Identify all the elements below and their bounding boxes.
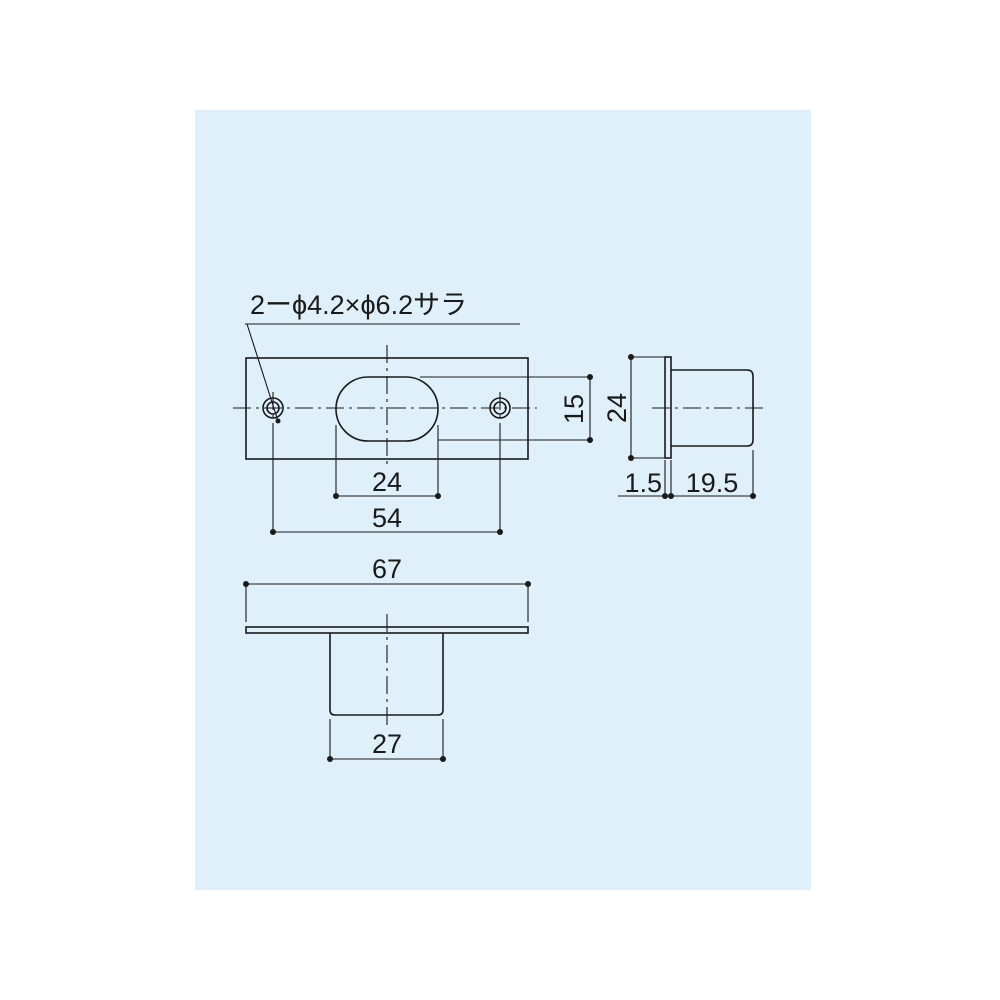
bottom-view: 67 27 — [243, 554, 531, 762]
dim-slot-width: 24 — [372, 467, 402, 497]
front-view: 2ーϕ4.2×ϕ6.2サラ 15 24 54 — [233, 290, 593, 535]
side-view: 24 1.5 19.5 — [602, 354, 767, 499]
dim-hole-pitch: 54 — [372, 503, 402, 533]
dim-body-width: 27 — [372, 729, 402, 759]
drawing-panel — [195, 110, 811, 890]
dim-flange-thickness: 1.5 — [624, 468, 662, 498]
leader-dot — [275, 418, 281, 424]
dim-flange-height: 24 — [602, 393, 632, 423]
dim-overall-width: 67 — [372, 554, 402, 584]
dim-slot-height: 15 — [559, 394, 589, 424]
hole-note: 2ーϕ4.2×ϕ6.2サラ — [250, 290, 467, 320]
dim-body-length: 19.5 — [686, 468, 739, 498]
